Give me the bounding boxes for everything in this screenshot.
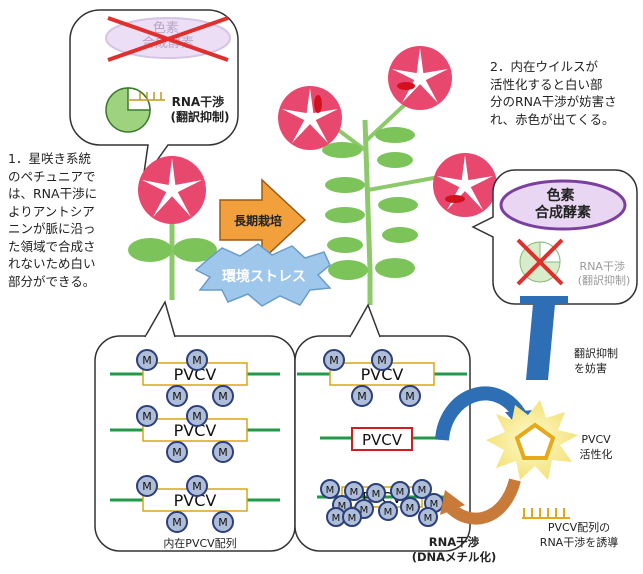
methyl-circle: M [371,349,393,371]
svg-text:M: M [418,485,427,496]
bottom-left-caption: 内在PVCV配列 [163,537,237,550]
svg-text:M: M [396,487,405,498]
svg-text:M: M [424,513,433,524]
svg-text:M: M [430,499,439,510]
svg-text:M: M [218,516,228,529]
left-enzyme-label: 色素 合成酵素 [142,20,194,51]
methyl-circle: M [323,349,345,371]
svg-text:M: M [142,410,152,423]
pvcv-activation-burst [486,400,578,480]
left-description: 1．星咲き系統 のペチュニアで は、RNA干渉に よりアントシア ニンが脈に沿っ… [8,151,98,289]
methyl-circle: M [320,479,340,499]
environment-stress-burst: 環境ストレス [194,243,332,307]
long-term-cultivation-arrow: 長期栽培 [219,178,307,262]
inhibition-bar-arrow [520,296,568,380]
methyl-circle: M [344,481,364,501]
stress-label: 環境ストレス [222,268,306,285]
methyl-circle: M [166,511,188,533]
svg-text:M: M [377,354,387,367]
methyl-circle: M [136,475,158,497]
methyl-circle: M [212,441,234,463]
methyl-circle: M [166,441,188,463]
methyl-circle: M [166,385,188,407]
svg-text:M: M [384,507,393,518]
svg-text:M: M [372,489,381,500]
curved-activation-arrow [435,386,526,441]
methyl-circle: M [418,507,438,527]
arrow-label: 長期栽培 [234,213,282,228]
methyl-circle: M [342,507,362,527]
induce-label: PVCV配列の RNA干渉を誘導 [539,521,619,549]
silencing-arrow-head [440,490,465,515]
rna-comb-icon [522,508,570,519]
right-description: 2．内在ウイルスが 活性化すると白い部 分のRNA干渉が妨害さ れ、赤色が出てく… [490,59,617,127]
right-enzyme-label: 色素 合成酵素 [535,187,591,221]
pvcv-label: PVCV [174,365,217,384]
svg-text:M: M [406,503,415,514]
methyl-circle: M [212,511,234,533]
methyl-circle: M [390,481,410,501]
bottom-left-bubble [94,300,296,552]
left-plant [128,156,217,300]
methyl-circle: M [212,385,234,407]
left-rnai-label: RNA干渉 (翻訳抑制) [171,94,230,124]
svg-text:M: M [218,446,228,459]
svg-text:M: M [332,513,341,524]
svg-text:M: M [172,516,182,529]
left-enzyme-line1: 色素 [153,20,179,36]
activation-label: PVCV 活性化 [579,433,613,461]
methyl-circle: M [136,349,158,371]
methyl-circle: M [412,479,432,499]
svg-text:M: M [405,390,415,403]
svg-text:M: M [360,505,369,516]
svg-text:M: M [192,410,202,423]
svg-text:M: M [329,354,339,367]
left-speech-bubble: 色素 合成酵素 RNA干渉 (翻訳抑制) [69,9,239,181]
svg-text:M: M [338,501,347,512]
methyl-circle: M [186,349,208,371]
methyl-circle: M [400,497,420,517]
methyl-circle: M [366,483,386,503]
methyl-circle: M [378,501,398,521]
svg-text:M: M [142,480,152,493]
curved-silencing-arrow [443,478,521,525]
pvcv-label: PVCV [361,365,404,384]
methyl-circle: M [186,405,208,427]
svg-text:M: M [348,513,357,524]
active-pvcv-label: PVCV [362,431,403,449]
svg-text:M: M [192,480,202,493]
svg-text:M: M [142,354,152,367]
svg-text:M: M [218,390,228,403]
methyl-circle: M [186,475,208,497]
pvcv-label: PVCV [174,421,217,440]
right-rnai-label: RNA干渉 (翻訳抑制) [578,259,631,287]
methyl-circle: M [351,385,373,407]
inhibit-label: 翻訳抑制 を妨害 [574,347,618,375]
svg-text:M: M [172,390,182,403]
methyl-circle: M [136,405,158,427]
svg-text:M: M [350,487,359,498]
pvcv-label: PVCV [174,491,217,510]
svg-text:M: M [172,446,182,459]
right-plant [278,46,497,305]
svg-text:M: M [326,485,335,496]
rnai-dna-label: RNA干渉 (DNAメチル化) [411,535,497,564]
left-enzyme-line2: 合成酵素 [142,36,194,51]
methyl-circle: M [399,385,421,407]
svg-text:M: M [192,354,202,367]
right-speech-bubble: 色素 合成酵素 RNA干渉 (翻訳抑制) [471,169,638,305]
svg-text:M: M [357,390,367,403]
